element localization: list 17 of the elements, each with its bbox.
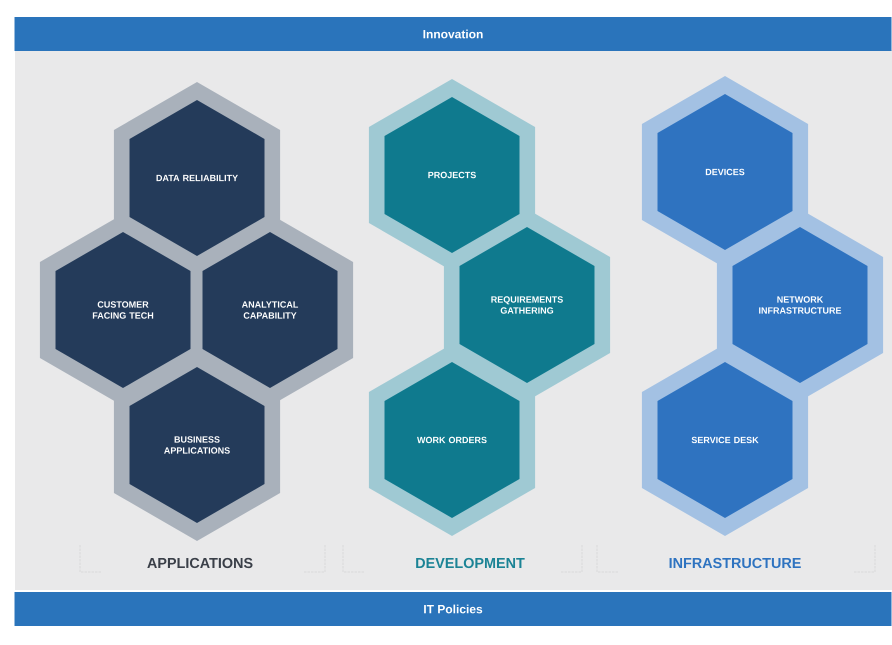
hexagon: DEVICES xyxy=(658,94,792,250)
group-label: DEVELOPMENT xyxy=(416,558,525,568)
node-label: DATA RELIABILITY xyxy=(156,174,238,182)
hexagon: WORK ORDERS xyxy=(384,362,520,518)
hexagon: SERVICE DESK xyxy=(658,362,792,518)
hexagon: NETWORK INFRASTRUCTURE xyxy=(732,227,868,383)
hexagon: DATA RELIABILITY xyxy=(130,100,264,256)
hexagon: ANALYTICAL CAPABILITY xyxy=(202,232,338,388)
group-label: APPLICATIONS xyxy=(147,558,252,568)
hexagon: REQUIREMENTS GATHERING xyxy=(460,227,594,383)
hexagon: CUSTOMER FACING TECH xyxy=(56,232,190,388)
hexagon: BUSINESS APPLICATIONS xyxy=(130,367,264,523)
title-band: Innovation xyxy=(14,17,892,51)
group-label: INFRASTRUCTURE xyxy=(670,558,801,568)
hexagon: PROJECTS xyxy=(384,97,520,253)
title-band: IT Policies xyxy=(14,592,892,626)
node-label: BUSINESS APPLICATIONS xyxy=(164,436,230,454)
